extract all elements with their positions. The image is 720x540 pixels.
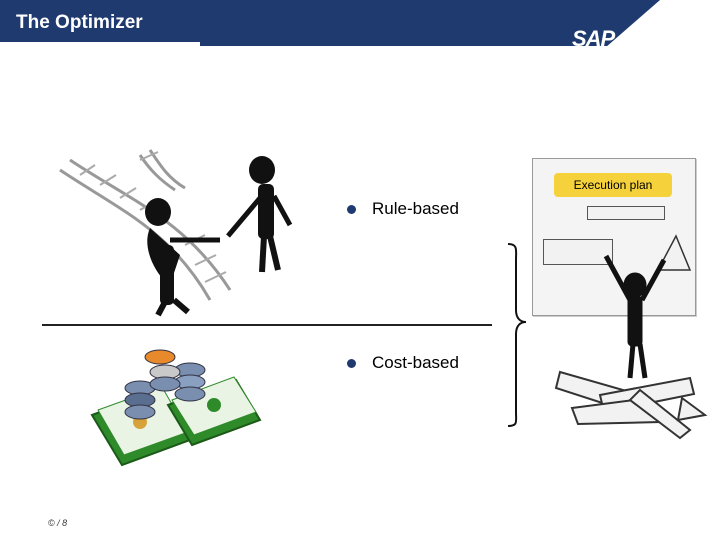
person-left	[145, 198, 220, 317]
sap-logo: SAP	[572, 26, 615, 51]
bullet-cost-based: Cost-based	[347, 353, 459, 373]
coin-stack	[124, 349, 206, 420]
banknote-stack-left	[90, 386, 192, 467]
bullet-label: Rule-based	[372, 199, 459, 218]
execution-plan-label: Execution plan	[554, 173, 672, 197]
slide-header: The Optimizer SAP	[0, 0, 720, 51]
plan-box-left	[543, 239, 613, 265]
bullet-label: Cost-based	[372, 353, 459, 372]
plan-box-top	[587, 206, 665, 220]
page-title: The Optimizer	[16, 12, 143, 33]
bullet-dot	[347, 358, 356, 368]
bullet-rule-based: Rule-based	[347, 199, 459, 219]
title-underline	[0, 42, 200, 46]
bullet-dot	[347, 204, 356, 214]
footer-copyright: © / 8	[48, 518, 68, 528]
title-bar	[0, 0, 660, 46]
divider-line	[42, 324, 492, 326]
banknote-stack-right	[166, 376, 262, 447]
person-right	[226, 156, 293, 273]
broken-beams	[554, 370, 708, 440]
